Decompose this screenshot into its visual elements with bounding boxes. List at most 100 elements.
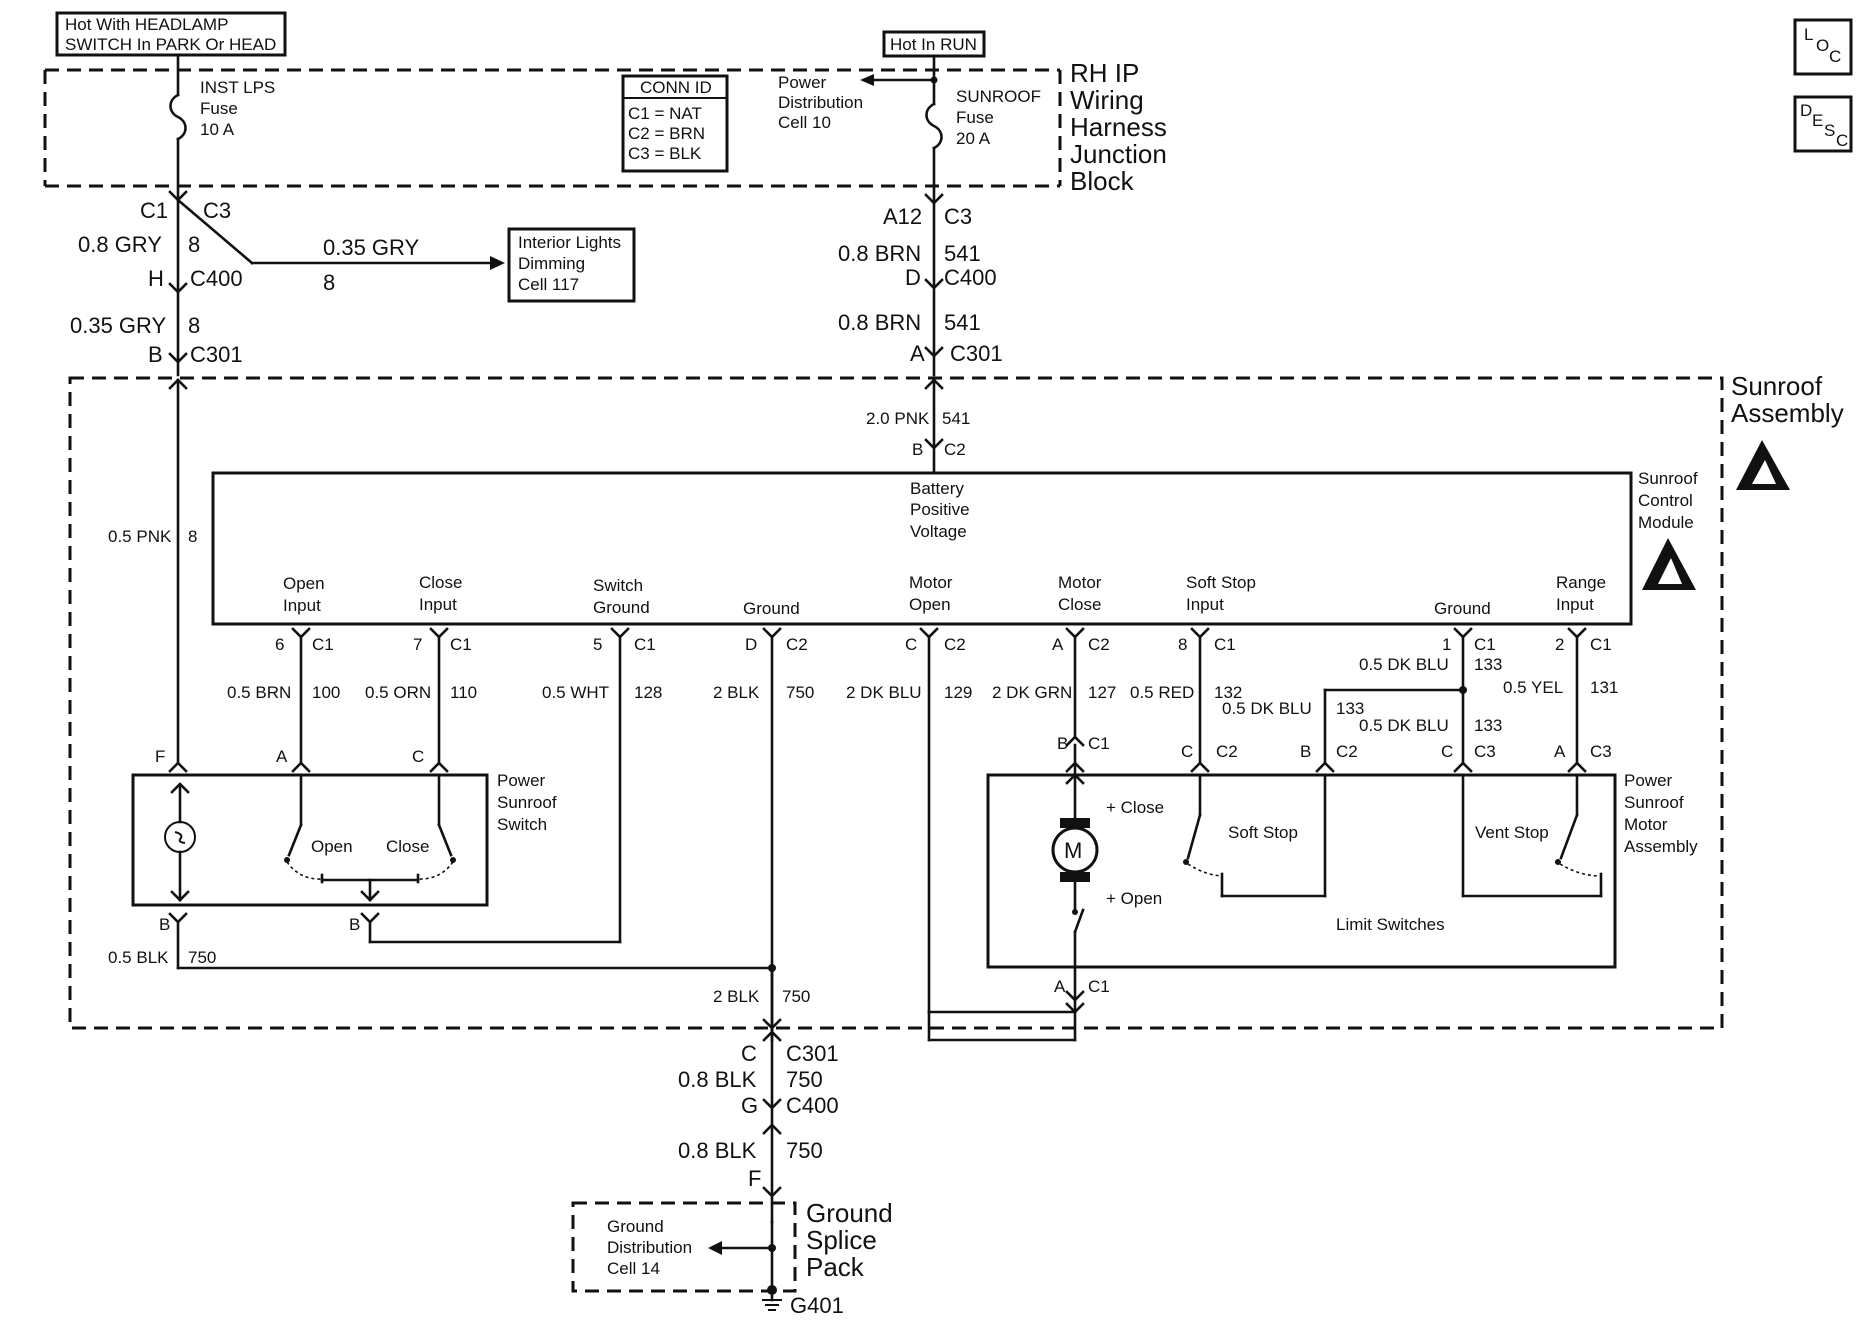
ma-c2b: C2 (1336, 742, 1358, 761)
c-ri: 131 (1590, 678, 1618, 697)
p-gnd-c: C2 (786, 635, 808, 654)
bot-F: F (748, 1166, 761, 1191)
switch-connectors (168, 761, 449, 773)
bot-c301: C301 (786, 1041, 839, 1066)
c-133a: 133 (1336, 699, 1364, 718)
p-gnd-pin: D (745, 635, 757, 654)
switch-close-label: Close (386, 837, 429, 856)
sw-A: A (276, 747, 288, 766)
c750b: 750 (782, 987, 810, 1006)
c-mo: 129 (944, 683, 972, 702)
w-close: 0.5 ORN (365, 683, 431, 702)
pnk8: 8 (188, 527, 197, 546)
mod-20pnk: 2.0 PNK (866, 409, 930, 428)
sunroof-fuse-symbol (925, 102, 943, 150)
plus-open: + Open (1106, 889, 1162, 908)
switch-open-label: Open (311, 837, 353, 856)
sunroof-fuse-label-3: 20 A (956, 129, 991, 148)
left-8b: 8 (188, 313, 200, 338)
motor-assembly-connectors (1065, 735, 1587, 773)
mod-B: B (912, 440, 923, 459)
c-ss: 132 (1214, 683, 1242, 702)
junction-block-line1: RH IP (1070, 58, 1139, 88)
bot-08blk-a: 0.8 BLK (678, 1067, 757, 1092)
mid-c301: C301 (950, 341, 1003, 366)
mid-c400: C400 (944, 265, 997, 290)
junction-block-line2: Wiring (1070, 85, 1144, 115)
motor-open-1: Motor (909, 573, 953, 592)
bot-C: C (741, 1041, 757, 1066)
p-mc-pin: A (1052, 635, 1064, 654)
c-gnd: 750 (786, 683, 814, 702)
switch-ground-1: Switch (593, 576, 643, 595)
mid-a12: A12 (883, 204, 922, 229)
bot-750-b: 750 (786, 1138, 823, 1163)
module-pin-wires (291, 627, 1587, 1042)
p-sg-c: C1 (634, 635, 656, 654)
control-module-1: Sunroof (1638, 469, 1698, 488)
left-H: H (148, 266, 164, 291)
motor-assembly-1: Power (1624, 771, 1673, 790)
esd-warning-icon (1736, 440, 1790, 490)
limit-switches-label: Limit Switches (1336, 915, 1445, 934)
soft-stop-contact (1186, 813, 1202, 860)
loc-button[interactable]: L O C (1793, 18, 1853, 76)
sunroof-assembly-outline (68, 376, 1724, 1030)
conn-id-box (621, 74, 729, 173)
soft-stop-input-2: Input (1186, 595, 1224, 614)
control-module-3: Module (1638, 513, 1694, 532)
mid-541-a: 541 (944, 241, 981, 266)
left-B: B (148, 342, 163, 367)
ma-c2a: C2 (1216, 742, 1238, 761)
power-dist-arrow (860, 74, 874, 86)
control-module-2: Control (1638, 491, 1693, 510)
left-conn-c400-symbol (168, 282, 188, 294)
loc-L: L (1804, 25, 1813, 44)
p-open-c: C1 (312, 635, 334, 654)
p-mc-c: C2 (1088, 635, 1110, 654)
sw-B1: B (159, 915, 170, 934)
w-mo: 2 DK BLU (846, 683, 922, 702)
range-input-1: Range (1556, 573, 1606, 592)
c-open: 100 (312, 683, 340, 702)
loc-O: O (1816, 36, 1829, 55)
p-mo-pin: C (905, 635, 917, 654)
motor-open-switch (1073, 908, 1085, 934)
ground-dist-2: Distribution (607, 1238, 692, 1257)
hot-headlamp-line1: Hot With HEADLAMP (65, 15, 228, 34)
sunroof-fuse-label-1: SUNROOF (956, 87, 1041, 106)
ma-C: C (1181, 742, 1193, 761)
plus-close: + Close (1106, 798, 1164, 817)
desc-button[interactable]: D E S C (1793, 95, 1853, 153)
mid-08brn-b: 0.8 BRN (838, 310, 921, 335)
c750a: 750 (188, 948, 216, 967)
hot-run-label: Hot In RUN (890, 35, 977, 54)
switch-label-2: Sunroof (497, 793, 557, 812)
p-ri-c: C1 (1590, 635, 1612, 654)
ground-1: Ground (743, 599, 800, 618)
ma-C2: C (1441, 742, 1453, 761)
p-open-pin: 6 (275, 635, 284, 654)
ground-symbol-icon (762, 1288, 782, 1311)
hot-headlamp-line2: SWITCH In PARK Or HEAD (65, 35, 276, 54)
ground-dist-3: Cell 14 (607, 1259, 660, 1278)
motor-assembly-4: Assembly (1624, 837, 1698, 856)
hot-headlamp-box (55, 11, 287, 57)
motor-symbol: M (1064, 838, 1082, 863)
mot-B: B (1057, 734, 1068, 753)
soft-stop-input-1: Soft Stop (1186, 573, 1256, 592)
mot-c1a: C1 (1088, 734, 1110, 753)
bot-G: G (741, 1093, 758, 1118)
motor-assembly-2: Sunroof (1624, 793, 1684, 812)
ma-c3a: C3 (1474, 742, 1496, 761)
w-g2: 0.5 DK BLU (1359, 655, 1449, 674)
left-conn-c301-symbol (168, 352, 188, 364)
c-mc: 127 (1088, 683, 1116, 702)
switch-label-1: Power (497, 771, 546, 790)
inst-lps-label-2: Fuse (200, 99, 238, 118)
interior-lights-box (507, 227, 636, 303)
p-sg-pin: 5 (593, 635, 602, 654)
bot-08blk-b: 0.8 BLK (678, 1138, 757, 1163)
vent-stop-label: Vent Stop (1475, 823, 1549, 842)
switch-ground-2: Ground (593, 598, 650, 617)
